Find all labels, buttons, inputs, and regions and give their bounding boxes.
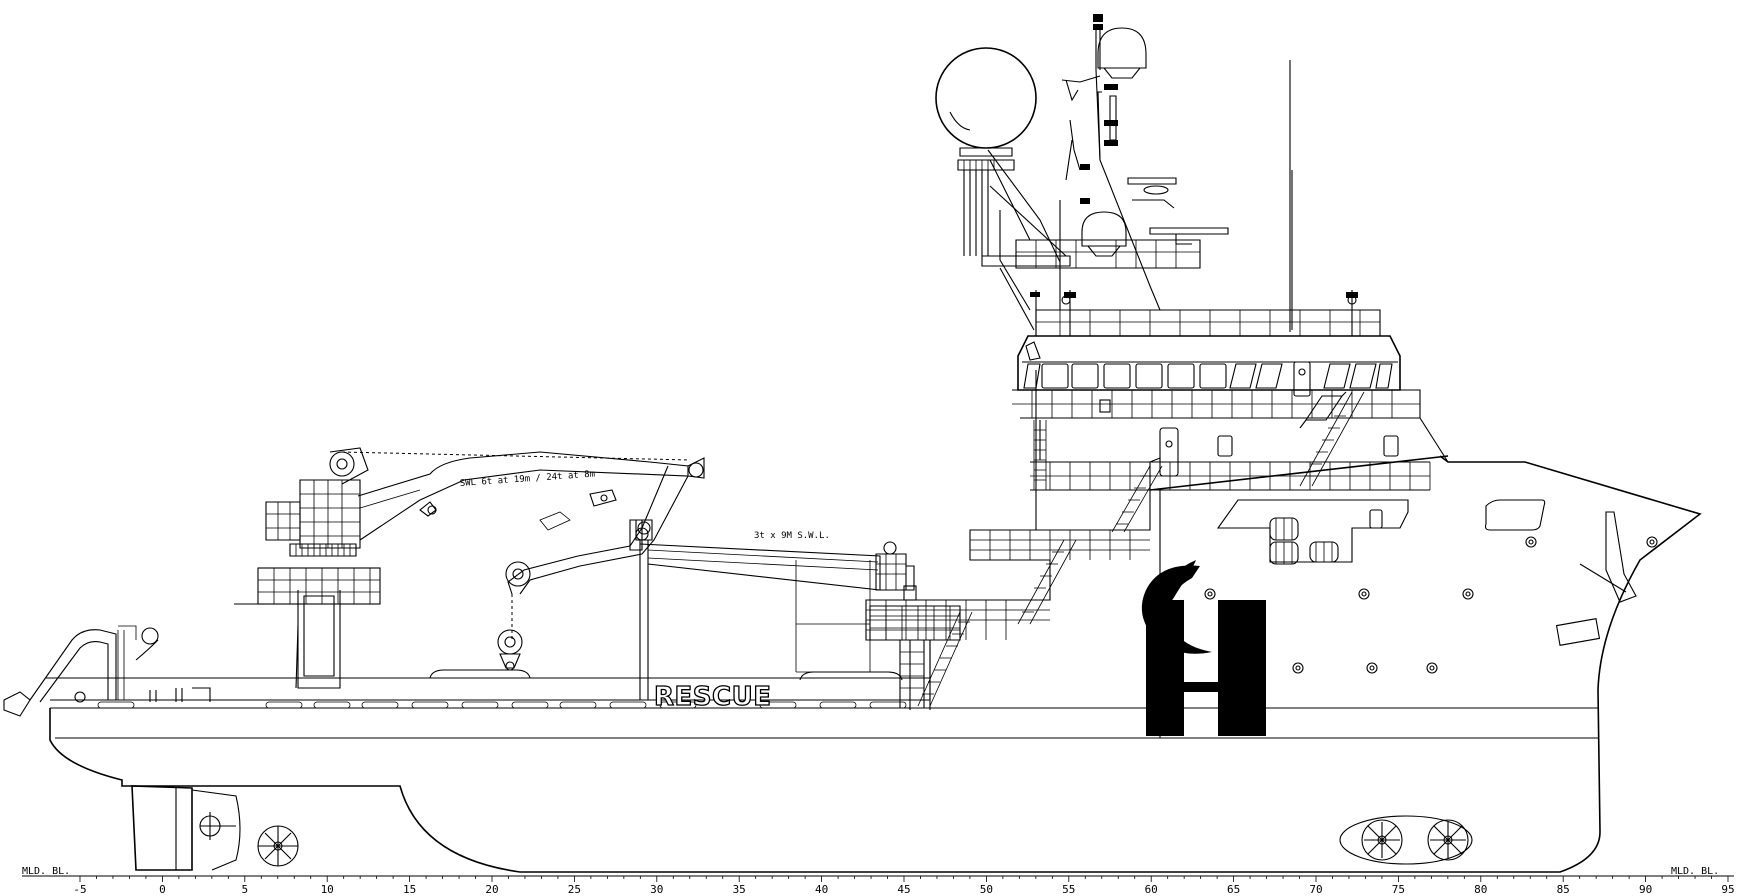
- stern-a-frame: [29, 629, 117, 701]
- portholes: [1204, 536, 1658, 674]
- baseline-label-right: MLD. BL.: [1671, 866, 1719, 877]
- freeing-ports: [97, 701, 907, 709]
- stern-roller: [3, 691, 31, 717]
- scale-tick-label: 85: [1557, 883, 1570, 896]
- scale-tick-label: 45: [897, 883, 910, 896]
- rescue-marking: RESCUE: [654, 682, 771, 712]
- hull-nameboard: [1555, 618, 1601, 646]
- anchor: [1605, 511, 1637, 603]
- scale-tick-label: 5: [241, 883, 248, 896]
- scale-tick-label: 65: [1227, 883, 1240, 896]
- frame-scale: -5 0 5 10 15 20 25 30 35 40 45 50 55 60 65 70 75 80 85 90 95: [22, 875, 1735, 896]
- scale-tick-label: 40: [815, 883, 828, 896]
- aux-crane-swl-label: 3t x 9M S.W.L.: [754, 531, 830, 541]
- aux-crane: [635, 519, 917, 700]
- external-ladders: [917, 391, 1365, 707]
- scale-tick-label: 0: [159, 883, 166, 896]
- scale-tick-labels: -5 0 5 10 15 20 25 30 35 40 45 50 55 60 65 70 75 80 85 90 95: [73, 883, 1734, 896]
- scale-tick-label: 95: [1721, 883, 1734, 896]
- radar-antenna-lower: [1149, 227, 1229, 235]
- scale-tick-label: 30: [650, 883, 663, 896]
- radar-antenna-upper: [1127, 177, 1177, 185]
- scale-tick-label: 60: [1145, 883, 1158, 896]
- radome-lower: [1081, 211, 1127, 247]
- company-h-leaf-logo: [1141, 560, 1266, 736]
- scale-tick-label: -5: [73, 883, 86, 896]
- scale-tick-label: 55: [1062, 883, 1075, 896]
- scale-tick-label: 20: [485, 883, 498, 896]
- scale-tick-label: 50: [980, 883, 993, 896]
- baseline-label-left: MLD. BL.: [22, 866, 70, 877]
- liferaft-canisters: [1269, 517, 1339, 565]
- scale-tick-marks: [79, 876, 1729, 882]
- bollards: [149, 687, 211, 702]
- mast: [987, 14, 1358, 336]
- wheelhouse-windows: [1023, 361, 1393, 397]
- scale-tick-label: 75: [1392, 883, 1405, 896]
- scale-tick-label: 70: [1309, 883, 1322, 896]
- bow-thrusters: [1339, 815, 1473, 865]
- radome-upper: [1097, 27, 1147, 69]
- scale-tick-label: 25: [568, 883, 581, 896]
- main-crane-swl-label: SWL 6t at 19m / 24t at 8m: [460, 470, 596, 489]
- scale-tick-label: 15: [403, 883, 416, 896]
- main-crane: [234, 447, 705, 689]
- satcom-radome: [935, 47, 1071, 331]
- wheelhouse: [1017, 335, 1401, 391]
- scale-tick-label: 10: [321, 883, 334, 896]
- scale-tick-label: 80: [1474, 883, 1487, 896]
- hull: [3, 455, 1702, 873]
- superstructure: [865, 69, 1546, 738]
- propeller-rudder: [131, 785, 299, 871]
- aft-deck-platform: [869, 605, 961, 708]
- scale-tick-label: 35: [733, 883, 746, 896]
- scale-tick-label: 90: [1639, 883, 1652, 896]
